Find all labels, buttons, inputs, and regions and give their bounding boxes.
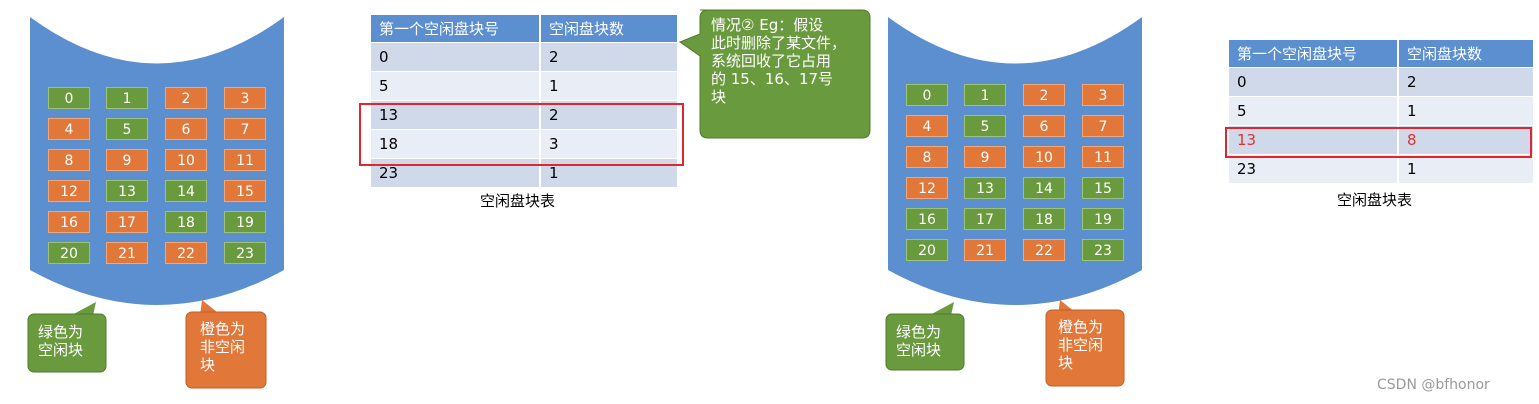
table-cell: 0	[1229, 68, 1398, 97]
disk-block: 11	[224, 149, 266, 171]
table-header-cell: 空闲盘块数	[1398, 40, 1534, 68]
table-caption-before: 空闲盘块表	[480, 190, 555, 211]
disk-block: 13	[106, 180, 148, 202]
watermark: CSDN @bfhonor	[1377, 377, 1490, 393]
table-cell: 1	[540, 72, 678, 101]
legend-orange-text-right: 橙色为 非空闲 块	[1058, 318, 1103, 372]
table-cell: 2	[1398, 68, 1534, 97]
disk-block: 16	[906, 208, 948, 230]
disk-block: 19	[224, 211, 266, 233]
disk-block: 6	[165, 118, 207, 140]
table-cell: 5	[371, 72, 540, 101]
disk-block: 8	[48, 149, 90, 171]
legend-orange-text-left: 橙色为 非空闲 块	[200, 320, 245, 374]
disk-block: 1	[964, 84, 1006, 106]
disk-block: 22	[165, 242, 207, 264]
disk-block: 5	[106, 118, 148, 140]
disk-block: 12	[906, 177, 948, 199]
table-cell: 23	[1229, 155, 1398, 184]
disk-block: 12	[48, 180, 90, 202]
disk-block: 5	[964, 115, 1006, 137]
table-caption-after: 空闲盘块表	[1337, 189, 1412, 210]
disk-block: 15	[1082, 177, 1124, 199]
table-cell: 1	[1398, 97, 1534, 126]
disk-block: 10	[165, 149, 207, 171]
disk-block: 18	[165, 211, 207, 233]
disk-block: 8	[906, 146, 948, 168]
disk-block: 4	[48, 118, 90, 140]
table-cell: 1	[1398, 155, 1534, 184]
disk-block: 21	[964, 239, 1006, 261]
table-cell: 5	[1229, 97, 1398, 126]
disk-block: 14	[1023, 177, 1065, 199]
disk-block: 17	[106, 211, 148, 233]
disk-block: 16	[48, 211, 90, 233]
disk-block: 21	[106, 242, 148, 264]
disk-block: 18	[1023, 208, 1065, 230]
disk-block: 0	[906, 84, 948, 106]
disk-block: 7	[224, 118, 266, 140]
disk-block: 0	[48, 87, 90, 109]
table-cell: 2	[540, 43, 678, 72]
disk-block: 20	[48, 242, 90, 264]
disk-block: 20	[906, 239, 948, 261]
table-header-cell: 第一个空闲盘块号	[1229, 40, 1398, 68]
disk-block: 2	[1023, 84, 1065, 106]
disk-block: 10	[1023, 146, 1065, 168]
disk-block: 19	[1082, 208, 1124, 230]
table-header-cell: 第一个空闲盘块号	[371, 15, 540, 43]
disk-block: 23	[1082, 239, 1124, 261]
disk-block: 15	[224, 180, 266, 202]
legend-green-text-right: 绿色为 空闲块	[896, 323, 941, 359]
disk-block: 1	[106, 87, 148, 109]
callout-text: 情况② Eg：假设 此时删除了某文件， 系统回收了它占用 的 15、16、17号…	[711, 16, 846, 106]
disk-block: 14	[165, 180, 207, 202]
disk-block: 23	[224, 242, 266, 264]
disk-block: 3	[1082, 84, 1124, 106]
disk-block: 3	[224, 87, 266, 109]
disk-block: 7	[1082, 115, 1124, 137]
disk-block: 22	[1023, 239, 1065, 261]
disk-block: 9	[964, 146, 1006, 168]
table-cell: 0	[371, 43, 540, 72]
disk-block: 17	[964, 208, 1006, 230]
highlight-box-after	[1225, 127, 1532, 158]
disk-block: 4	[906, 115, 948, 137]
disk-block: 2	[165, 87, 207, 109]
disk-block: 13	[964, 177, 1006, 199]
disk-block: 9	[106, 149, 148, 171]
disk-block: 11	[1082, 146, 1124, 168]
disk-block: 6	[1023, 115, 1065, 137]
highlight-box-before	[359, 103, 684, 166]
table-header-cell: 空闲盘块数	[540, 15, 678, 43]
legend-green-text-left: 绿色为 空闲块	[38, 323, 83, 359]
